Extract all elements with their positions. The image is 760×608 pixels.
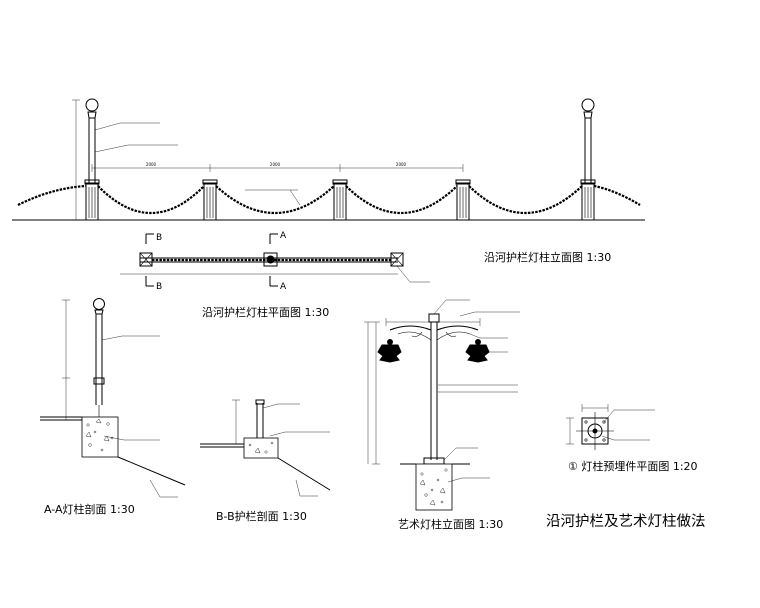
lamp-post-right: [580, 98, 596, 221]
art-lamp-title: 艺术灯柱立面图 1:30: [398, 517, 503, 531]
section-mark-a-bottom: A: [280, 282, 287, 292]
bollard-2: [332, 179, 348, 221]
section-mark-b-top: B: [156, 233, 162, 243]
elevation-leaders: [94, 122, 301, 206]
elevation-dimension: 2000 2000 2000: [72, 99, 464, 220]
art-lamp-concrete-hatch: [419, 468, 448, 506]
bollard-1: [202, 179, 218, 221]
aa-concrete-hatch: [85, 418, 114, 452]
dim-span-1: 2000: [146, 162, 157, 167]
elevation-view: 2000 2000 2000 沿河护栏灯柱立面图 1:30: [12, 98, 645, 264]
dim-span-3: 2000: [396, 162, 407, 167]
guardrail-chains: [17, 184, 641, 215]
plan-view: B B A A 沿河护栏灯柱平面图 1:30: [120, 231, 430, 319]
section-mark-b-bottom: B: [156, 282, 162, 292]
bollard-3: [455, 179, 471, 221]
dim-span-2: 2000: [270, 162, 281, 167]
plan-title: 沿河护栏灯柱平面图 1:30: [202, 305, 329, 319]
section-bb-view: B-B护栏剖面 1:30: [200, 399, 331, 523]
detail-embed-title: ① 灯柱预埋件平面图 1:20: [568, 459, 698, 473]
art-lamp-lantern-left: [377, 339, 402, 363]
section-aa-title: A-A灯柱剖面 1:30: [44, 502, 135, 516]
section-bb-title: B-B护栏剖面 1:30: [216, 509, 307, 523]
art-lamp-view: 艺术灯柱立面图 1:30: [364, 299, 520, 531]
section-mark-a-top: A: [280, 231, 287, 241]
lamp-post-left: [84, 98, 100, 221]
art-lamp-lantern-right: [465, 339, 490, 363]
detail-embed-plan: ① 灯柱预埋件平面图 1:20: [566, 404, 698, 473]
elevation-title: 沿河护栏灯柱立面图 1:30: [484, 250, 611, 264]
section-aa-view: A-A灯柱剖面 1:30: [40, 298, 186, 516]
drawing-main-title: 沿河护栏及艺术灯柱做法: [546, 513, 706, 530]
bb-concrete-hatch: [248, 441, 274, 454]
